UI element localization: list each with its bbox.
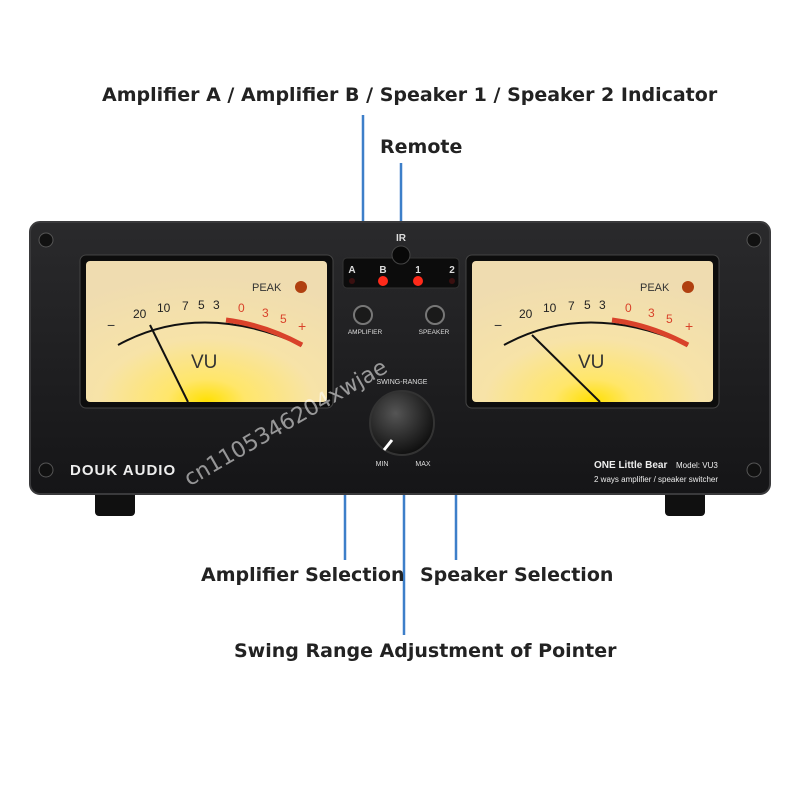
remote-callout: Remote xyxy=(380,136,463,158)
swing-range-label: SWING-RANGE xyxy=(377,379,428,386)
tick-5-right: 5 xyxy=(584,298,591,312)
peak-led-right xyxy=(682,281,694,293)
led-a xyxy=(349,278,355,284)
tick-r5-left: 5 xyxy=(280,312,287,326)
led-b xyxy=(378,276,388,286)
knob-pointer[interactable] xyxy=(382,439,394,451)
plus-left: + xyxy=(298,318,306,334)
plus-right: + xyxy=(685,318,693,334)
minus-right: − xyxy=(494,317,502,333)
tick-7-right: 7 xyxy=(568,299,575,313)
vu-meter-left xyxy=(79,254,334,409)
tick-20-left: 20 xyxy=(133,307,147,321)
led-2 xyxy=(449,278,455,284)
tick-10-right: 10 xyxy=(543,301,557,315)
max-label: MAX xyxy=(415,461,431,468)
desc-label: 2 ways amplifier / speaker switcher xyxy=(594,475,718,484)
tick-5-left: 5 xyxy=(198,298,205,312)
led-1 xyxy=(413,276,423,286)
vu-meter-right xyxy=(465,254,720,409)
speaker-button-label[interactable]: SPEAKER xyxy=(419,329,450,336)
peak-label-right: PEAK xyxy=(640,282,670,294)
ind-b-label: B xyxy=(379,265,386,276)
tick-r3-right: 3 xyxy=(648,306,655,320)
speaker-selection-callout: Speaker Selection xyxy=(420,564,614,586)
vu-label-left: VU xyxy=(191,352,217,373)
tick-r5-right: 5 xyxy=(666,312,673,326)
scale-right: 20 10 7 5 3 0 3 5 xyxy=(519,298,673,326)
tick-7-left: 7 xyxy=(182,299,189,313)
peak-led-left xyxy=(295,281,307,293)
scale-left: 20 10 7 5 3 0 3 5 xyxy=(133,298,287,326)
tick-3-left: 3 xyxy=(213,298,220,312)
ir-label: IR xyxy=(396,233,407,244)
model-label: Model: VU3 xyxy=(676,461,718,470)
tick-0-left: 0 xyxy=(238,301,245,315)
brand-label: DOUK AUDIO xyxy=(70,462,176,479)
amplifier-button-label[interactable]: AMPLIFIER xyxy=(348,329,383,336)
tick-0-right: 0 xyxy=(625,301,632,315)
ind-a-label: A xyxy=(348,265,355,276)
minus-left: − xyxy=(107,317,115,333)
indicator-callout: Amplifier A / Amplifier B / Speaker 1 / … xyxy=(102,84,718,106)
amplifier-button[interactable] xyxy=(353,305,373,325)
remote-ir-sensor xyxy=(391,245,411,265)
screws xyxy=(38,232,762,478)
tick-3-right: 3 xyxy=(599,298,606,312)
swing-range-callout: Swing Range Adjustment of Pointer xyxy=(234,640,617,662)
peak-label-left: PEAK xyxy=(252,282,282,294)
ind-2-label: 2 xyxy=(449,265,455,276)
ind-1-label: 1 xyxy=(415,265,421,276)
swing-range-knob[interactable] xyxy=(369,390,435,456)
needle-right xyxy=(531,334,601,403)
tick-r3-left: 3 xyxy=(262,306,269,320)
vu-label-right: VU xyxy=(578,352,604,373)
tick-20-right: 20 xyxy=(519,307,533,321)
tick-10-left: 10 xyxy=(157,301,171,315)
speaker-button[interactable] xyxy=(425,305,445,325)
product-label: ONE Little Bear xyxy=(594,460,667,471)
needle-left xyxy=(149,324,189,403)
amplifier-selection-callout: Amplifier Selection xyxy=(201,564,405,586)
min-label: MIN xyxy=(376,461,389,468)
